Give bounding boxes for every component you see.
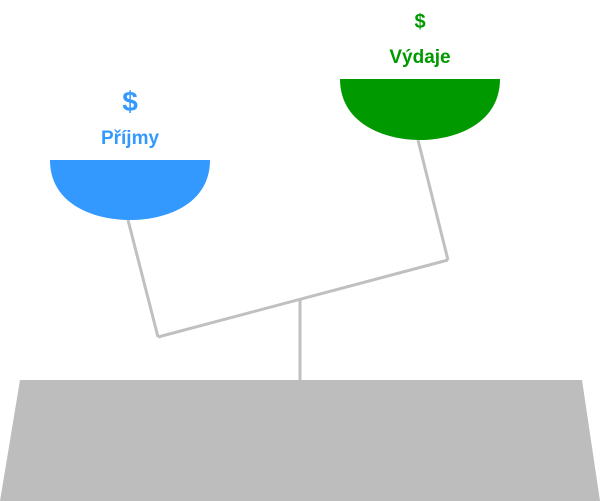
expenses-dollar-icon: $ [414,11,425,33]
income-dollar-icon: $ [122,86,138,117]
expenses-pan [340,79,500,140]
expenses-label: Výdaje [389,47,450,68]
scale-base [0,380,600,501]
right-pan-hanger [416,139,450,261]
left-pan-hanger [126,219,160,338]
income-pan [50,160,210,220]
income-label: Příjmy [101,128,160,149]
scale-beam [157,258,449,339]
